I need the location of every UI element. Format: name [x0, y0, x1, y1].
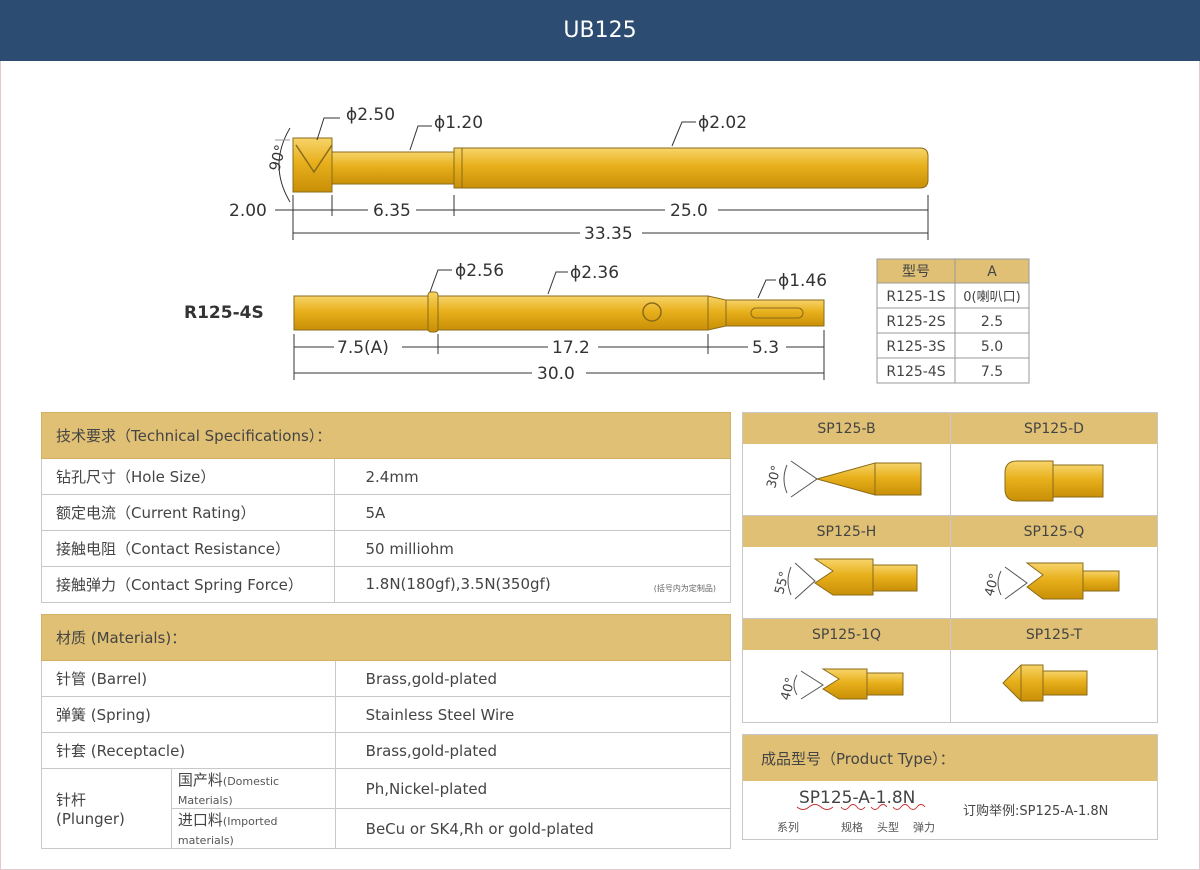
model-cell: 0(喇叭口): [963, 290, 1020, 305]
page-title: UB125: [563, 18, 637, 43]
dia-2-50: ϕ2.50: [346, 105, 395, 125]
dim-5-3: 5.3: [752, 338, 779, 358]
tip-q-angle: 40°: [982, 572, 1002, 598]
dim-33-35: 33.35: [584, 224, 633, 244]
tech-spec-title: 技术要求（Technical Specifications）：: [41, 412, 731, 459]
tech-spec-table: 技术要求（Technical Specifications）： 钻孔尺寸（Hol…: [40, 412, 731, 603]
code-part-spec: 规格: [841, 820, 863, 834]
domestic-en: (Domestic Materials): [177, 775, 280, 807]
product-type-title: 成品型号（Product Type）：: [743, 735, 1157, 781]
material-label: 弹簧 (Spring): [41, 696, 336, 733]
spec-label: 额定电流（Current Rating）: [40, 494, 336, 531]
model-table: [876, 258, 1030, 384]
material-value: Ph,Nickel-plated: [334, 768, 732, 809]
imported-en: (Imported materials): [177, 815, 278, 847]
model-cell: R125-4S: [886, 364, 945, 380]
tip-h-angle: 55°: [772, 570, 792, 596]
model-header-a: A: [987, 264, 997, 280]
tip-d-drawing: [1004, 460, 1104, 502]
tip-q-drawing: [997, 562, 1120, 600]
dia-1-20: ϕ1.20: [434, 113, 483, 133]
page-header: UB125: [0, 0, 1200, 61]
plunger-label: 针杆 (Plunger): [41, 768, 172, 849]
materials-table: 材质 (Materials)： 针管 (Barrel)Brass,gold-pl…: [41, 614, 732, 849]
dia-2-56: ϕ2.56: [455, 261, 504, 281]
material-label: 针套 (Receptacle): [41, 732, 336, 769]
domestic-cn: 国产料: [177, 771, 223, 789]
probe-drawings: ϕ2.50 ϕ1.20 ϕ2.02 90° 2.00 6.35 25.0 33.…: [184, 105, 1030, 384]
receptacle-label: R125-4S: [184, 303, 264, 323]
model-header-type: 型号: [902, 264, 930, 280]
dia-2-02: ϕ2.02: [698, 113, 747, 133]
code-part-series: 系列: [777, 820, 799, 834]
material-label: 针管 (Barrel): [41, 660, 336, 697]
tip-drawings: 30° 55° 40° 40°: [743, 413, 1157, 722]
plunger-drawing: [275, 117, 929, 240]
spec-label: 接触电阻（Contact Resistance）: [40, 530, 336, 567]
spec-label: 钻孔尺寸（Hole Size）: [40, 458, 336, 495]
spec-value: 50 milliohm: [334, 530, 731, 567]
model-cell: R125-1S: [886, 289, 945, 305]
model-cell: R125-2S: [886, 314, 945, 330]
material-value: BeCu or SK4,Rh or gold-plated: [334, 808, 732, 849]
model-cell: 2.5: [981, 314, 1003, 330]
code-part-force: 弹力: [913, 820, 935, 834]
dim-2-00: 2.00: [229, 201, 267, 221]
spec-value: 2.4mm: [334, 458, 731, 495]
tip-styles-panel: SP125-B SP125-D SP125-H SP125-Q SP125-1Q…: [742, 412, 1158, 723]
product-code: SP125-A-1.8N: [799, 788, 915, 808]
materials-title: 材质 (Materials)：: [41, 614, 731, 661]
material-value: Brass,gold-plated: [334, 732, 732, 769]
tip-name: SP125-Q: [951, 516, 1157, 547]
product-code-diagram: SP125-A-1.8N 系列 规格 头型 弹力 订购举例:SP125-A-1.…: [777, 788, 1108, 834]
dim-30-0: 30.0: [537, 364, 575, 384]
tip-name: SP125-D: [951, 413, 1157, 444]
tip-name: SP125-1Q: [743, 619, 950, 650]
order-example: 订购举例:SP125-A-1.8N: [963, 803, 1108, 819]
imported-cn: 进口料: [177, 811, 223, 829]
tip-b-drawing: [783, 460, 922, 498]
domestic-label: 国产料(Domestic Materials): [170, 768, 336, 809]
tip-name: SP125-T: [951, 619, 1157, 650]
tip-1q-angle: 40°: [778, 676, 798, 702]
dim-7-5-a: 7.5(A): [337, 338, 389, 358]
spec-value-row: 1.8N(180gf),3.5N(350gf) (括号内为定制品): [334, 566, 731, 603]
model-cell: 5.0: [981, 339, 1003, 355]
product-type-panel: 成品型号（Product Type）： SP125-A-1.8N 系列 规格 头…: [742, 734, 1158, 840]
model-cell: R125-3S: [886, 339, 945, 355]
dim-25-0: 25.0: [670, 201, 708, 221]
dim-6-35: 6.35: [373, 201, 411, 221]
material-value: Stainless Steel Wire: [334, 696, 732, 733]
code-part-head: 头型: [877, 820, 899, 834]
spec-label: 接触弹力（Contact Spring Force）: [40, 566, 336, 603]
tip-name: SP125-B: [743, 413, 950, 444]
dim-17-2: 17.2: [552, 338, 590, 358]
dia-1-46: ϕ1.46: [778, 271, 827, 291]
material-value: Brass,gold-plated: [334, 660, 732, 697]
spec-value: 5A: [334, 494, 731, 531]
imported-label: 进口料(Imported materials): [170, 808, 336, 849]
tip-h-drawing: [787, 558, 918, 600]
tip-name: SP125-H: [743, 516, 950, 547]
receptacle-drawing: [293, 269, 825, 380]
custom-note: (括号内为定制品): [653, 584, 716, 593]
dia-2-36: ϕ2.36: [570, 263, 619, 283]
model-cell: 7.5: [981, 364, 1003, 380]
tip-t-drawing: [1002, 664, 1088, 702]
tip-b-angle: 30°: [764, 464, 784, 490]
angle-90: 90°: [265, 143, 289, 173]
tip-1q-drawing: [793, 668, 904, 700]
spec-value: 1.8N(180gf),3.5N(350gf): [365, 575, 551, 593]
